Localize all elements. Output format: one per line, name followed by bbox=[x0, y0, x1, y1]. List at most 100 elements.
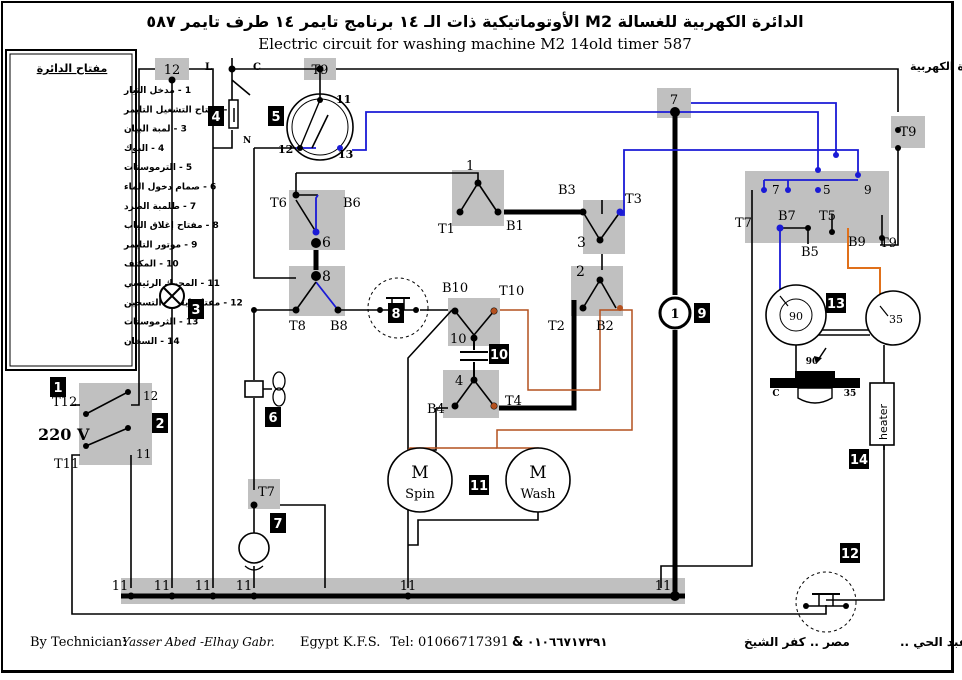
legend-box: مفتاح الدائرة 1 - مدخل التيار 2 - مفتاح ا… bbox=[5, 49, 243, 371]
heater-element bbox=[869, 382, 895, 446]
tag-badge bbox=[50, 377, 66, 397]
tag-badge bbox=[265, 407, 281, 427]
tag-badge bbox=[388, 303, 404, 323]
label-b1: B1 bbox=[506, 219, 524, 234]
label-spin_m: M bbox=[411, 463, 428, 483]
label-c: C bbox=[253, 62, 261, 73]
legend-item: 2 - مفتاح التشغيل التايمر bbox=[123, 105, 237, 115]
footer-tel: Tel: 01066717391 bbox=[390, 635, 509, 650]
tag-badge bbox=[208, 106, 224, 126]
tag-number: 6 bbox=[268, 411, 277, 426]
thermostat-90 bbox=[765, 284, 827, 346]
footer-name: Yasser Abed -Elhay Gabr. bbox=[122, 635, 275, 649]
label-n11: 11 bbox=[195, 579, 212, 594]
label-t2: T2 bbox=[548, 319, 565, 334]
label-t5: T5 bbox=[819, 209, 836, 224]
label-t9: T9 bbox=[880, 236, 897, 251]
wires-blue bbox=[296, 102, 859, 311]
label-n11: 11 bbox=[655, 579, 672, 594]
label-b5: B5 bbox=[801, 245, 819, 260]
label-v220: 220 V bbox=[38, 425, 90, 444]
thermostat-device bbox=[770, 347, 860, 404]
label-wash: Wash bbox=[520, 487, 556, 502]
tag-number: 9 bbox=[697, 307, 706, 322]
label-b9: B9 bbox=[848, 235, 866, 250]
tag-badge bbox=[694, 303, 710, 323]
motor-spin bbox=[387, 447, 453, 513]
legend-item: 7 - طلمبة الطرد bbox=[124, 202, 196, 212]
label-th90: 90 bbox=[789, 310, 803, 323]
legend-item: 10 - المكثف bbox=[124, 260, 179, 270]
switch-blades bbox=[85, 79, 621, 447]
wires-black bbox=[71, 58, 899, 615]
tag-number: 1 bbox=[53, 381, 62, 396]
tag-badge bbox=[489, 344, 509, 364]
label-n11: 11 bbox=[154, 579, 171, 594]
label-n2: 2 bbox=[576, 264, 585, 280]
label-spin: Spin bbox=[405, 487, 435, 502]
exclusive-note: حصريا لصفحة : صيانة الغسالة الاتوماتيك و… bbox=[910, 59, 962, 73]
label-t12: T12 bbox=[52, 395, 77, 410]
tag-number: 10 bbox=[490, 348, 508, 363]
legend-item: 5 - الترموستات bbox=[124, 163, 192, 173]
legend-item: 13 - الثرموستات bbox=[124, 318, 198, 328]
legend-item: 1 - مدخل التيار bbox=[123, 86, 191, 96]
label-t6: T6 bbox=[270, 196, 287, 211]
label-b6: B6 bbox=[343, 196, 361, 211]
label-b7: B7 bbox=[778, 209, 796, 224]
label-th90b: 90 bbox=[806, 357, 819, 367]
tag-number: 8 bbox=[391, 307, 400, 322]
label-t10: T10 bbox=[499, 284, 524, 299]
heating-stop-switch bbox=[795, 571, 857, 633]
tag-number: 14 bbox=[850, 453, 868, 468]
legend-item: 12 - مفتاح إيقاف التسخين bbox=[124, 298, 243, 308]
tag-number: 3 bbox=[191, 303, 200, 318]
label-l: L bbox=[205, 62, 212, 73]
label-n4: 4 bbox=[455, 374, 463, 389]
label-t7: T7 bbox=[258, 485, 275, 500]
label-n10: 10 bbox=[450, 332, 467, 347]
label-n1: 1 bbox=[466, 159, 474, 174]
tag-number: 7 bbox=[273, 517, 282, 532]
tag-badge bbox=[270, 513, 286, 533]
indicator-lamp bbox=[159, 283, 185, 309]
label-n9: 9 bbox=[864, 183, 872, 197]
label-n12: 12 bbox=[164, 63, 181, 78]
timer-wheel bbox=[286, 93, 354, 161]
footer-place-arabic: مصر .. كفر الشيخ bbox=[744, 635, 850, 649]
label-b8: B8 bbox=[330, 319, 348, 334]
label-n7: 7 bbox=[670, 93, 678, 108]
capacitor bbox=[460, 338, 488, 380]
thermostat-35 bbox=[865, 290, 921, 346]
label-t11: T11 bbox=[54, 457, 79, 472]
label-timer_1: 1 bbox=[670, 307, 679, 322]
label-n11: 11 bbox=[236, 579, 253, 594]
label-n12: 12 bbox=[143, 389, 158, 403]
label-n11: 11 bbox=[400, 579, 417, 594]
tag-number: 11 bbox=[470, 479, 488, 494]
legend-item: 4 - البوك bbox=[124, 144, 164, 154]
label-n3: 3 bbox=[577, 235, 586, 251]
label-n11: 11 bbox=[136, 447, 151, 461]
tag-badge bbox=[268, 106, 284, 126]
label-n7: 7 bbox=[772, 183, 780, 197]
tag-badge bbox=[840, 543, 860, 563]
label-n13: 13 bbox=[338, 148, 353, 161]
legend-item: 6 - صمام دخول الماء bbox=[124, 183, 216, 193]
label-t4: T4 bbox=[505, 394, 522, 409]
title-english: Electric circuit for washing machine M2 … bbox=[258, 35, 691, 53]
legend-title: مفتاح الدائرة bbox=[37, 62, 108, 75]
label-thc: C bbox=[772, 389, 779, 399]
label-b4: B4 bbox=[427, 402, 445, 417]
footer-amp: & bbox=[512, 635, 523, 650]
label-heater: heater bbox=[877, 403, 890, 440]
legend-item: 9 - موتور التايمر bbox=[123, 240, 197, 250]
tag-number: 12 bbox=[841, 547, 859, 562]
footer-country: Egypt K.F.S. bbox=[300, 635, 380, 650]
drain-pump bbox=[238, 532, 270, 571]
footer-tel-arabic: ٠١٠٦٦٧١٧٣٩١ bbox=[527, 635, 608, 649]
wire-orange bbox=[847, 228, 881, 306]
label-t1: T1 bbox=[438, 222, 455, 237]
junction-dots bbox=[83, 65, 901, 601]
